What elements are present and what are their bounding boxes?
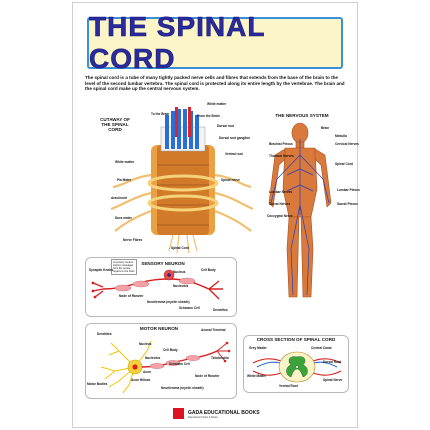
label-nerve-fibres: Nerve Fibres: [123, 238, 143, 242]
mn-label-nucleolus: Nucleolus: [145, 356, 161, 360]
mn-label-axon-hillock: Axon Hillock: [131, 378, 151, 382]
poster: THE SPINAL CORD The spinal cord is a tub…: [72, 2, 360, 428]
poster-title: THE SPINAL CORD: [89, 11, 265, 75]
mn-label-node-of-ranvier: Node of Ranvier: [195, 374, 220, 378]
ns-label-sacral-plexus: Sacral Plexus: [337, 202, 358, 206]
cross-section-illustration: [252, 351, 342, 383]
right-arm: [314, 148, 332, 208]
cutaway-illustration: [110, 107, 254, 254]
telodendria-branches: [216, 342, 229, 362]
left-leg: [286, 216, 300, 298]
cross-section-heading: CROSS SECTION OF SPINAL CORD: [256, 337, 336, 342]
motor-myelin-2: [165, 360, 181, 366]
ns-label-brachial-plexus: Brachial Plexus: [269, 142, 293, 146]
label-to-brain: To the Brain: [151, 112, 170, 116]
ns-label-sacral-nerves: Sacral Nerves: [269, 202, 291, 206]
label-from-brain: From the Brain: [197, 114, 220, 118]
synaptic-knob-branches: [92, 282, 104, 298]
title-banner: THE SPINAL CORD: [87, 11, 343, 74]
ns-label-coccygeal-nerve: Coccygeal Nerve: [267, 214, 293, 218]
mn-label-telodendria: Telodendria: [211, 356, 229, 360]
motor-nucleus: [132, 364, 138, 370]
label-spinal-nerve: Spinal nerve: [221, 178, 240, 182]
left-arm: [268, 148, 286, 208]
publisher-logo: [173, 407, 184, 419]
cs-central-canal: [295, 365, 299, 369]
cs-label-ventral-root: Ventral Root: [279, 384, 298, 388]
mn-label-cell-body: Cell Body: [163, 348, 178, 352]
ns-label-lumbar-nerves: Lumbar Nerves: [269, 190, 293, 194]
nervous-system-heading: THE NERVOUS SYSTEM: [275, 113, 329, 118]
sensory-nucleus: [167, 273, 171, 277]
sn-label-neurilemma: Neurilemma (myelin sheath): [147, 300, 190, 304]
intro-paragraph: The spinal cord is a tube of many tightl…: [85, 75, 345, 92]
to-brain-arrow: [175, 107, 178, 137]
myelin-1: [114, 284, 132, 292]
motor-neuron-illustration: [100, 340, 231, 394]
ns-label-thoracic-nerves: Thoracic Nerves: [269, 154, 294, 158]
sensory-neuron-heading: SENSORY NEURON: [141, 261, 185, 266]
cutaway-nerve-roots: [110, 173, 254, 232]
myelin-2: [132, 280, 150, 288]
ns-label-brain: Brain: [321, 126, 330, 130]
from-brain-arrow: [188, 107, 191, 137]
sn-label-nucleolus: Nucleolus: [173, 284, 189, 288]
label-dorsal-root: Dorsal root: [217, 124, 235, 128]
cauda-fibres: [168, 234, 198, 254]
sensory-dendrite-branches: [208, 280, 223, 300]
mn-label-schwann-cell: Schwann Cell: [169, 362, 190, 366]
cs-label-white-matter: White Matter: [247, 374, 267, 378]
sn-label-synaptic-knobs: Synaptic Knobs: [89, 268, 114, 272]
ns-label-cervical-nerves: Cervical Nerves: [335, 142, 359, 146]
ns-label-lumbar-plexus: Lumbar Plexus: [337, 188, 360, 192]
poster-top-strip: [73, 3, 357, 9]
sn-label-nucleus: Nucleus: [173, 270, 186, 274]
ns-label-medulla: Medulla: [335, 134, 347, 138]
label-spinal-cord: Spinal Cord: [171, 246, 189, 250]
publisher-footer: GADA EDUCATIONAL BOOKS Educational Chart…: [173, 405, 260, 421]
sensory-neuron-illustration: [91, 269, 223, 300]
cutaway-heading: CUTAWAY OF THE SPINAL CORD: [100, 117, 130, 132]
cs-label-dorsal-root: Dorsal Root: [323, 360, 342, 364]
mn-label-dendrites: Dendrites: [97, 332, 112, 336]
label-white-matter: White matter: [115, 160, 135, 164]
mn-label-axon: Axon: [143, 370, 151, 374]
label-dura-mater: Dura mater: [115, 216, 132, 220]
publisher-subtitle: Educational Charts & Books: [188, 416, 218, 419]
nerve-wrap-2: [147, 194, 219, 212]
motor-myelin-3: [185, 355, 201, 361]
sn-label-dendrites: Dendrites: [213, 308, 228, 312]
publisher-name: GADA EDUCATIONAL BOOKS: [188, 410, 260, 416]
sn-label-cell-body: Cell Body: [201, 268, 216, 272]
motor-myelin-1: [149, 363, 165, 369]
myelin-3: [178, 277, 196, 285]
cs-label-central-canal: Central Canal: [311, 346, 332, 350]
right-leg: [300, 216, 314, 298]
cs-label-grey-matter: Grey Matter: [249, 346, 267, 350]
motor-neuron-heading: MOTOR NEURON: [139, 326, 179, 331]
cs-label-spinal-nerve: Spinal Nerve: [323, 378, 343, 382]
sn-label-schwann-cell: Schwann Cell: [179, 306, 200, 310]
sensory-neuron-note: A sensory neuron carries messages from t…: [111, 259, 137, 275]
cs-nerve-roots: [252, 358, 342, 376]
mn-label-axonal-terminal: Axonal Terminal: [201, 328, 226, 332]
mn-label-nucleus: Nucleus: [139, 342, 152, 346]
nerve-wrap-1: [147, 174, 219, 192]
label-arachnoid: Arachnoid: [111, 196, 127, 200]
human-nervous-system-figure: [268, 122, 332, 298]
label-dorsal-root-ganglion: Dorsal root ganglion: [219, 136, 251, 140]
mn-label-motor-bodies: Motor Bodies: [87, 382, 108, 386]
label-ventral-root: Ventral root: [225, 152, 243, 156]
label-pia-mater: Pia Mater: [117, 178, 132, 182]
label-white-matter-top: White matter: [207, 102, 227, 106]
nerve-network: [270, 139, 330, 296]
ns-label-spinal-cord: Spinal Cord: [335, 162, 353, 166]
mn-label-neurilemma: Neurilemma (myelin sheath): [161, 386, 204, 390]
sheath-stripes: [157, 164, 209, 226]
sn-label-node-of-ranvier: Node of Ranvier: [119, 294, 144, 298]
